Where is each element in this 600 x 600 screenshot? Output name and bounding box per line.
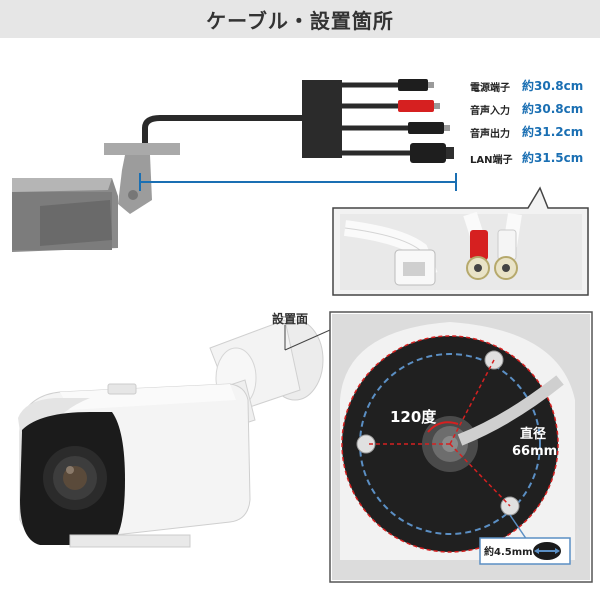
mount-zoom-panel: [329, 311, 593, 583]
cable-name-lan: LAN端子: [470, 155, 513, 166]
cable-length-audio-in: 約30.8cm: [522, 102, 584, 116]
power-connector: [398, 79, 434, 91]
page-title: ケーブル・設置箇所: [206, 8, 394, 33]
cable-length-lan: 約31.5cm: [522, 151, 584, 165]
header-bar: ケーブル・設置箇所: [0, 0, 600, 38]
angle-label: 120度: [390, 408, 437, 426]
cable-name-audio-in: 音声入力: [470, 106, 510, 117]
camera-front-view: [18, 319, 324, 548]
lan-connector: [410, 143, 454, 163]
cable-splitter: [302, 80, 342, 158]
mount-surface-label: 設置面: [272, 312, 309, 326]
hole-size-label: 約4.5mm: [484, 545, 533, 558]
diameter-label-line1: 直径: [520, 426, 546, 442]
connector-photo-callout: [332, 186, 589, 296]
diameter-label-line2: 66mm: [512, 444, 557, 459]
cable-length-audio-out: 約31.2cm: [522, 125, 584, 139]
cable-name-audio-out: 音声出力: [470, 129, 510, 140]
audio-in-connector: [398, 100, 440, 112]
cable-length-power: 約30.8cm: [522, 79, 584, 93]
main-cable: [142, 115, 305, 143]
camera-side-view: [12, 143, 180, 252]
audio-out-connector: [408, 122, 450, 134]
cable-name-power: 電源端子: [470, 83, 510, 94]
